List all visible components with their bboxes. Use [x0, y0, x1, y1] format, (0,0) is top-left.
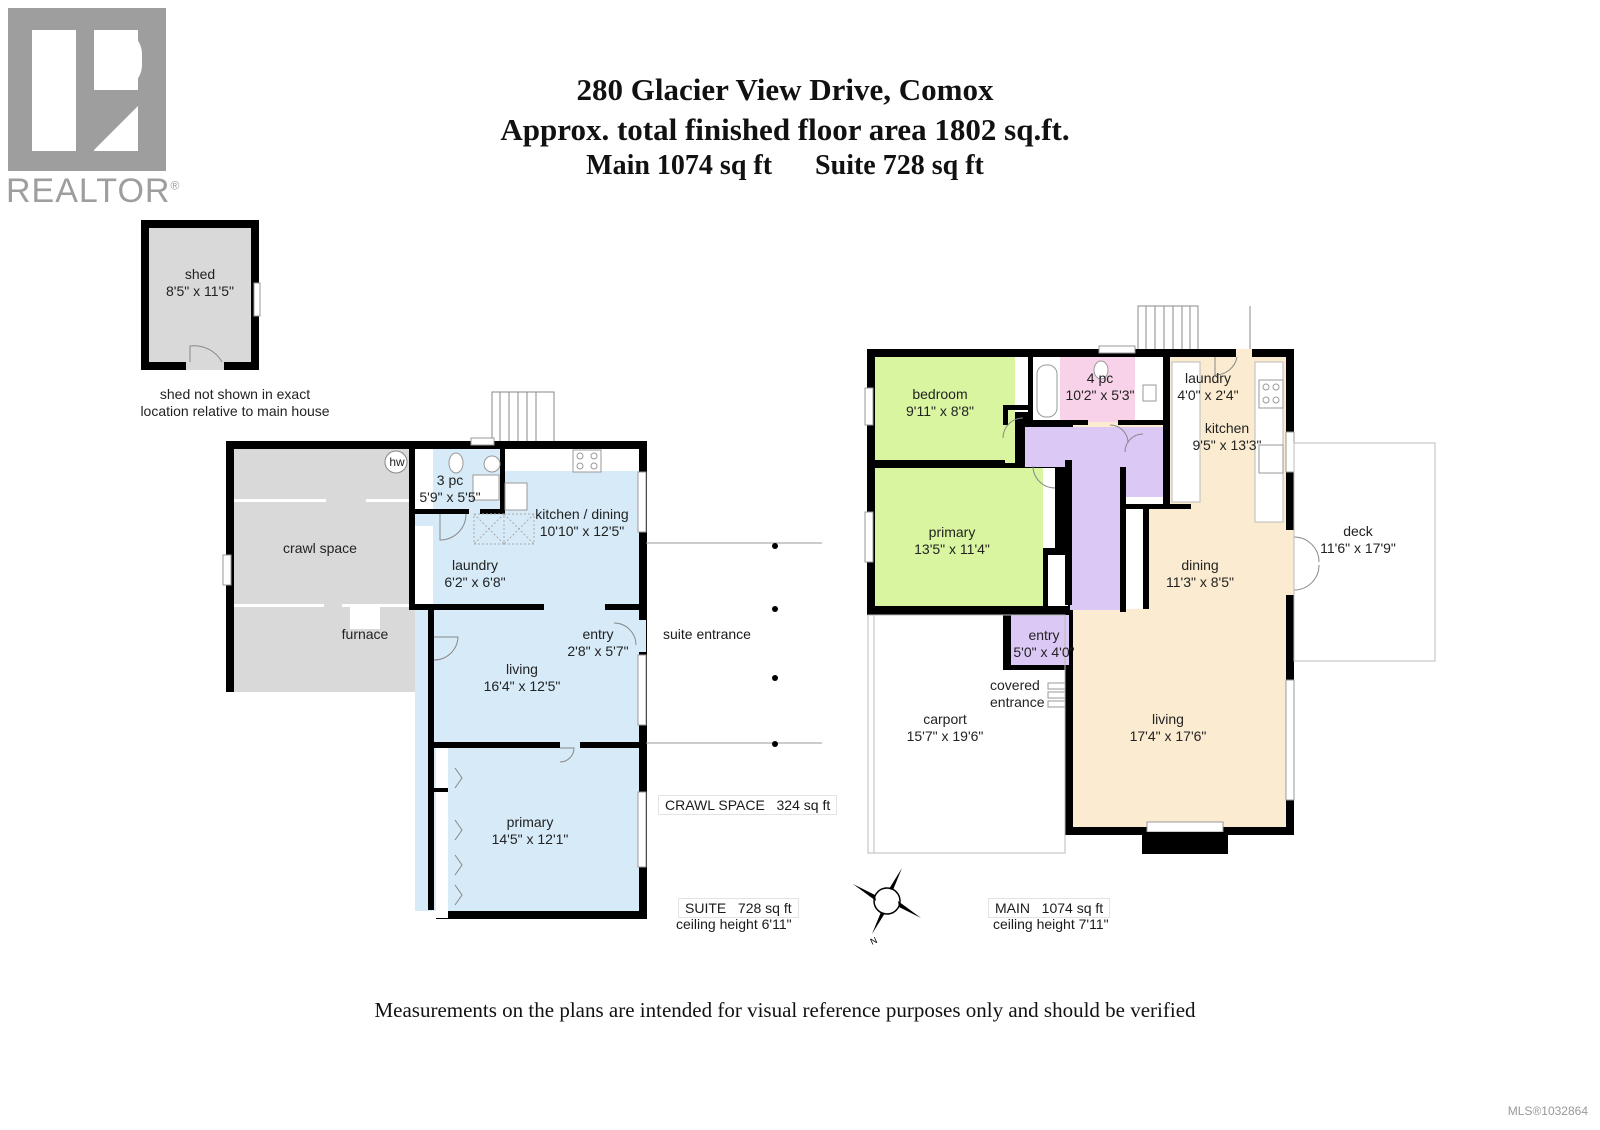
main-area-tag: MAIN 1074 sq ft — [988, 898, 1111, 918]
main-floor-plan — [864, 345, 1320, 854]
suite-area: Suite 728 sq ft — [815, 150, 984, 181]
room-crawl-space: crawl space — [283, 540, 357, 556]
realtor-r-logo — [8, 8, 166, 171]
main-stairs — [1137, 305, 1251, 355]
suite-ceiling-height: ceiling height 6'11" — [676, 916, 792, 932]
shed-note: shed not shown in exact location relativ… — [140, 386, 330, 419]
mls-number: MLS®1032864 — [1507, 1104, 1588, 1118]
main-ceiling-height: ceiling height 7'11" — [993, 916, 1109, 932]
suite-stairs — [491, 391, 555, 443]
carport-outline — [867, 614, 1066, 854]
realtor-wordmark: REALTOR® — [6, 172, 181, 210]
compass-icon: N — [853, 868, 921, 947]
property-address: 280 Glacier View Drive, Comox — [576, 72, 994, 107]
total-area: Approx. total finished floor area 1802 s… — [500, 112, 1070, 147]
suite-entrance-label: suite entrance — [663, 626, 751, 642]
shed-plan — [141, 220, 261, 370]
main-area: Main 1074 sq ft — [586, 150, 773, 181]
deck-outline — [1293, 442, 1436, 662]
shed-label: shed 8'5" x 11'5" — [166, 266, 234, 299]
measurement-disclaimer: Measurements on the plans are intended f… — [374, 998, 1196, 1022]
area-breakdown: Main 1074 sq ft Suite 728 sq ft — [0, 150, 1570, 182]
suite-floor-plan — [222, 437, 647, 919]
suite-entrance-patio — [646, 542, 822, 744]
room-furnace: furnace — [341, 626, 389, 642]
suite-area-tag: SUITE 728 sq ft — [678, 898, 799, 918]
hot-water-tank: hw — [389, 455, 405, 469]
crawl-space-area-tag: CRAWL SPACE 324 sq ft — [658, 795, 838, 815]
svg-text:N: N — [869, 935, 879, 947]
